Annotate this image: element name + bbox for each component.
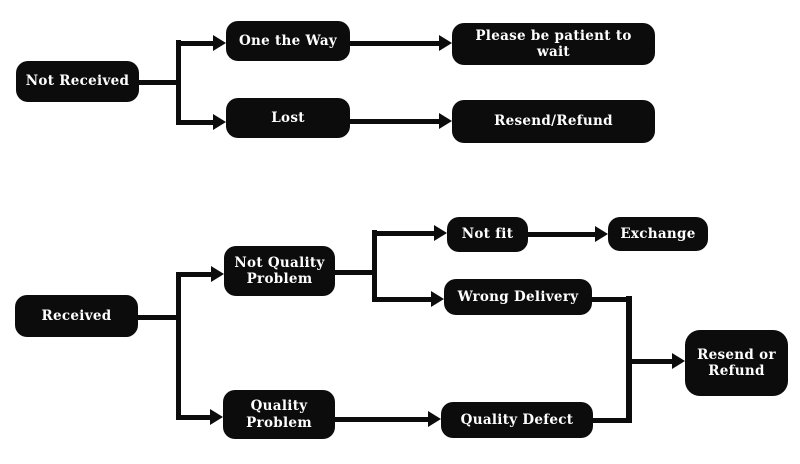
connector-to-resend-or-refund: [626, 359, 672, 364]
node-not-quality-problem: Not Quality Problem: [224, 246, 335, 296]
arrowhead-to-exchange: [595, 226, 608, 242]
connector-one-the-way-to-please-wait: [350, 41, 440, 46]
node-wrong-delivery: Wrong Delivery: [444, 279, 592, 315]
arrowhead-to-please-wait: [439, 35, 452, 51]
connector-wrong-delivery-out: [592, 297, 632, 302]
arrowhead-to-wrong-delivery: [431, 291, 444, 307]
arrowhead-to-lost: [213, 114, 226, 130]
arrowhead-to-quality-defect: [428, 411, 441, 427]
arrowhead-to-not-fit: [434, 225, 447, 241]
node-quality-defect: Quality Defect: [441, 402, 593, 438]
connector-to-not-quality-problem: [176, 272, 212, 277]
connector-not-received-stem: [139, 80, 181, 85]
arrowhead-to-not-quality-problem: [211, 266, 224, 282]
node-lost: Lost: [226, 98, 350, 138]
node-please-be-patient: Please be patient to wait: [452, 23, 655, 65]
arrowhead-to-resend-refund: [439, 113, 452, 129]
node-one-the-way: One the Way: [226, 21, 350, 61]
node-received: Received: [15, 295, 138, 337]
connector-nqp-stem: [335, 270, 377, 275]
connector-quality-defect-out: [593, 418, 632, 423]
connector-qp-to-quality-defect: [335, 417, 428, 422]
connector-to-not-fit: [372, 231, 434, 236]
connector-received-branch-vertical: [176, 272, 181, 420]
node-not-fit: Not fit: [447, 217, 528, 252]
connector-received-stem: [138, 315, 181, 320]
arrowhead-to-resend-or-refund: [672, 353, 685, 369]
connector-to-one-the-way: [176, 41, 214, 46]
node-resend-or-refund: Resend or Refund: [685, 330, 788, 396]
node-quality-problem: Quality Problem: [223, 390, 335, 439]
arrowhead-to-quality-problem: [210, 409, 223, 425]
connector-not-fit-to-exchange: [528, 232, 595, 237]
connector-to-lost: [176, 120, 214, 125]
arrowhead-to-one-the-way: [213, 35, 226, 51]
connector-not-received-branch-vertical: [176, 40, 181, 125]
node-not-received: Not Received: [16, 61, 139, 102]
connector-to-wrong-delivery: [372, 297, 431, 302]
connector-to-quality-problem: [176, 415, 212, 420]
node-exchange: Exchange: [608, 217, 708, 251]
node-resend-refund: Resend/Refund: [452, 100, 655, 143]
connector-lost-to-resend-refund: [350, 119, 440, 124]
connector-nqp-branch-vertical: [372, 230, 377, 302]
